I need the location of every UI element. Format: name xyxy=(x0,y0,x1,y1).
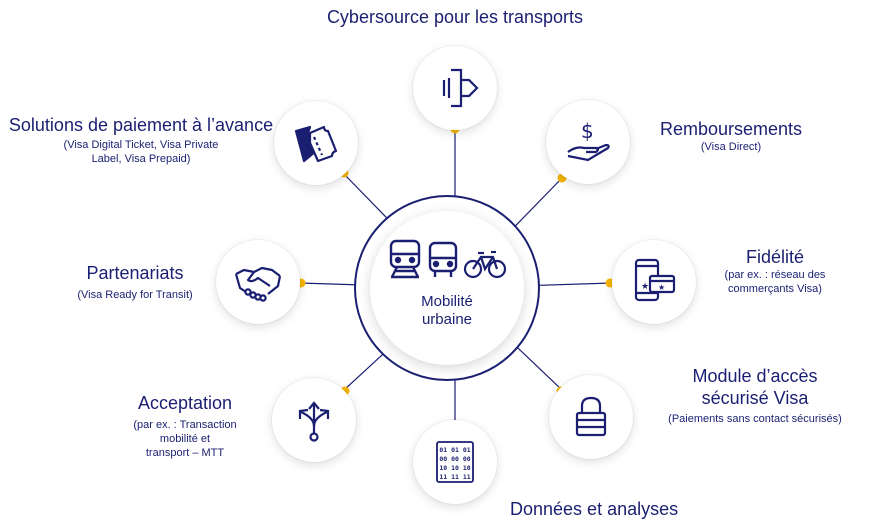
label-cybersource-title: Cybersource pour les transports xyxy=(326,7,584,27)
label-cybersource: Cybersource pour les transports xyxy=(280,6,630,28)
label-paiement-avance-subtitle1: (Visa Digital Ticket, Visa Private xyxy=(63,139,219,151)
hub-title-line2: urbaine xyxy=(421,311,473,328)
tickets-icon xyxy=(294,125,338,163)
label-acceptation-subtitle1: (par ex. : Transaction xyxy=(133,419,237,431)
label-fidelite-subtitle2: commerçants Visa) xyxy=(728,283,822,295)
label-acceptation-subtitle3: transport – MTT xyxy=(145,447,225,459)
label-partenariats-title: Partenariats xyxy=(86,263,184,283)
node-donnees: 01 01 01 00 00 00 10 10 10 11 11 11 xyxy=(413,420,497,504)
hub-title-line1: Mobilité xyxy=(421,293,473,310)
hub-icons xyxy=(387,239,507,279)
label-module-acces-title1: Module d’accès xyxy=(692,366,818,386)
node-partenariats xyxy=(216,240,300,324)
svg-text:$: $ xyxy=(581,119,594,143)
label-remboursements-subtitle: (Visa Direct) xyxy=(700,141,762,153)
svg-text:★: ★ xyxy=(641,282,649,292)
handshake-icon xyxy=(234,266,282,302)
bus-icon xyxy=(428,241,458,277)
binary-row-2: 00 00 00 xyxy=(439,455,470,463)
node-paiement-avance xyxy=(274,101,358,185)
binary-data-icon: 01 01 01 00 00 00 10 10 10 11 11 11 xyxy=(436,441,474,483)
label-acceptation-title: Acceptation xyxy=(137,393,233,413)
dollar-hand-icon: $ xyxy=(567,119,610,162)
label-fidelite-subtitle1: (par ex. : réseau des xyxy=(724,269,826,281)
node-cybersource xyxy=(413,46,497,130)
node-acceptation xyxy=(272,378,356,462)
padlock-icon xyxy=(575,396,607,437)
label-donnees: Données et analyses xyxy=(510,498,760,520)
label-module-acces-subtitle: (Paiements sans contact sécurisés) xyxy=(668,413,842,425)
bicycle-icon xyxy=(463,250,507,279)
svg-text:★: ★ xyxy=(658,283,665,292)
label-partenariats-subtitle: (Visa Ready for Transit) xyxy=(77,289,193,301)
label-acceptation-subtitle2: mobilité et xyxy=(159,433,211,445)
gateway-icon xyxy=(442,68,479,108)
label-paiement-avance-title: Solutions de paiement à l’avance xyxy=(8,115,274,135)
node-module-acces xyxy=(549,375,633,459)
label-fidelite-title: Fidélité xyxy=(745,247,805,267)
branch-arrows-icon xyxy=(298,401,330,442)
binary-row-3: 10 10 10 xyxy=(439,464,470,472)
hub-inner-circle: Mobilité urbaine xyxy=(370,211,524,365)
label-donnees-title: Données et analyses xyxy=(510,499,679,519)
train-icon xyxy=(389,239,421,279)
node-fidelite: ★ ★ xyxy=(612,240,696,324)
label-module-acces: Module d’accès sécurisé Visa (Paiements … xyxy=(650,365,860,426)
node-remboursements: $ xyxy=(546,100,630,184)
label-remboursements: Remboursements (Visa Direct) xyxy=(646,118,816,154)
label-paiement-avance: Solutions de paiement à l’avance (Visa D… xyxy=(8,114,274,166)
hub-mobilite-urbaine: Mobilité urbaine xyxy=(354,195,540,381)
label-module-acces-title2: sécurisé Visa xyxy=(701,388,809,408)
binary-row-4: 11 11 11 xyxy=(439,473,470,481)
label-remboursements-title: Remboursements xyxy=(659,119,803,139)
phone-card-icon: ★ ★ xyxy=(634,258,676,302)
label-fidelite: Fidélité (par ex. : réseau des commerçan… xyxy=(690,246,860,296)
label-partenariats: Partenariats (Visa Ready for Transit) xyxy=(40,262,230,302)
label-paiement-avance-subtitle2: Label, Visa Prepaid) xyxy=(91,153,191,165)
binary-row-1: 01 01 01 xyxy=(439,446,470,454)
hub-title: Mobilité urbaine xyxy=(421,293,473,329)
label-acceptation: Acceptation (par ex. : Transaction mobil… xyxy=(100,392,270,460)
